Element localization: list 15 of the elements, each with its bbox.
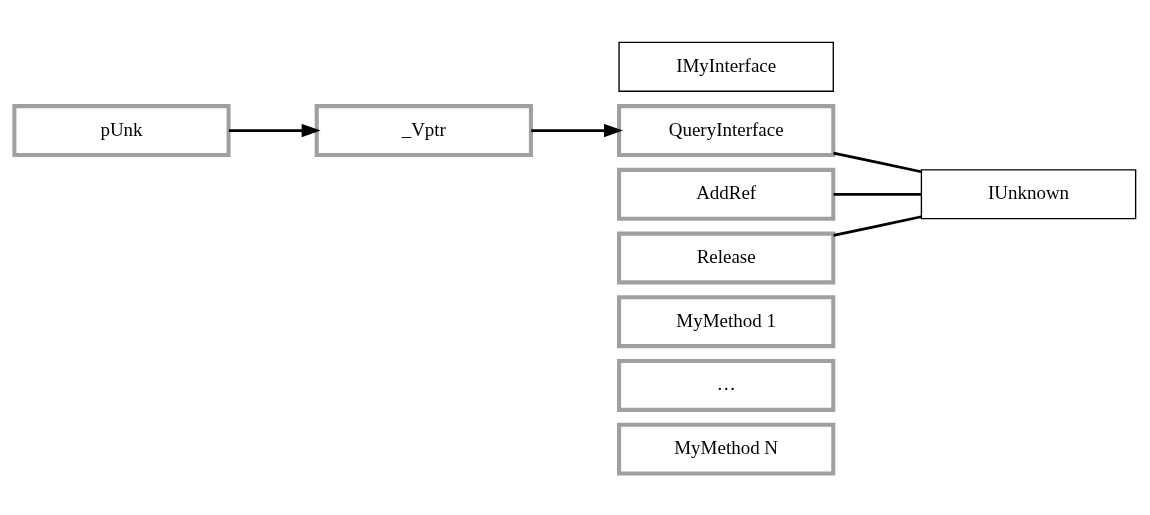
- node-box: IMyInterface: [618, 41, 834, 92]
- arrow: [228, 123, 321, 137]
- node-box: AddRef: [617, 167, 836, 221]
- connector: [833, 192, 922, 196]
- arrow: [531, 123, 623, 137]
- node-box: pUnk: [12, 103, 231, 157]
- node-box: MyMethod 1: [617, 294, 836, 348]
- connector: [833, 214, 922, 237]
- node-box: QueryInterface: [617, 103, 836, 157]
- node-box: _Vptr: [314, 103, 533, 157]
- node-box: …: [617, 358, 836, 412]
- node-box: MyMethod N: [617, 422, 836, 476]
- node-box: Release: [617, 231, 836, 284]
- connector: [833, 151, 922, 173]
- node-box: IUnknown: [920, 168, 1137, 219]
